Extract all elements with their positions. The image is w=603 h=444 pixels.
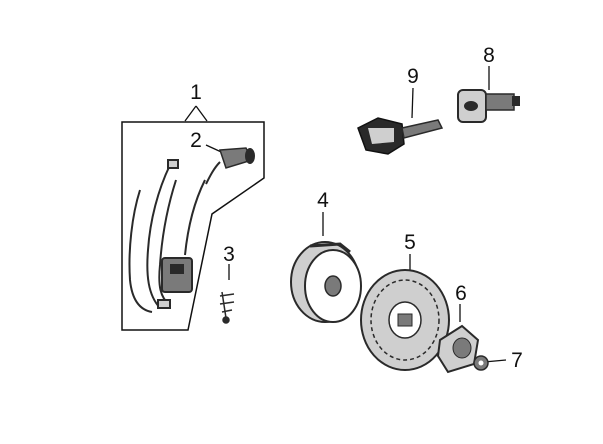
callout-8: 8 <box>483 44 495 67</box>
switch-part <box>457 89 520 123</box>
ignition-coil-part <box>128 159 206 313</box>
callout-9: 9 <box>407 65 419 88</box>
starter-cup-part <box>436 324 480 374</box>
coil-group-outline <box>121 121 265 331</box>
leader-line-1 <box>184 105 208 122</box>
callout-7: 7 <box>511 349 523 372</box>
callout-2: 2 <box>190 129 202 152</box>
screw-part <box>219 291 235 324</box>
callout-3: 3 <box>223 243 235 266</box>
cooling-fan-part <box>360 269 450 371</box>
leader-line-9 <box>411 87 414 119</box>
spark-plug-cap-part <box>205 147 255 185</box>
callout-6: 6 <box>455 282 467 305</box>
ignition-key-part <box>357 117 444 155</box>
nut-part <box>473 355 489 371</box>
callout-4: 4 <box>317 189 329 212</box>
callout-1: 1 <box>190 81 202 104</box>
flywheel-part <box>290 241 362 323</box>
callout-5: 5 <box>404 231 416 254</box>
